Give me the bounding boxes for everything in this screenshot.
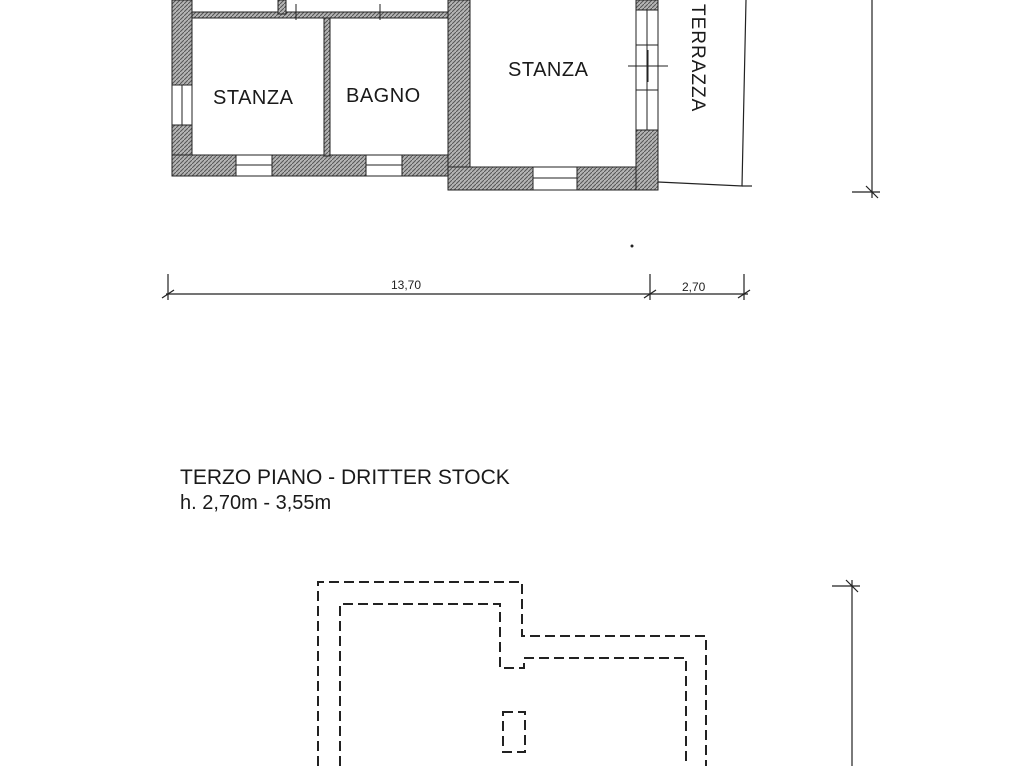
dimension-label-terrace: 2,70 (682, 280, 706, 294)
dimension-label-main: 13,70 (391, 278, 422, 292)
room-label-bagno: BAGNO (346, 85, 421, 107)
door-marks (295, 4, 668, 82)
room-label-stanza-left: STANZA (213, 87, 294, 109)
third-floor-outline (317, 581, 707, 766)
vertical-dimension-lower (832, 579, 860, 766)
stray-mark (630, 244, 634, 248)
terrace-outline (657, 0, 752, 187)
horizontal-dimension (161, 274, 751, 300)
terrace-label: TERRAZZA (687, 4, 708, 113)
floor-height-label: h. 2,70m - 3,55m (180, 492, 332, 514)
room-label-stanza-right: STANZA (508, 59, 589, 81)
vertical-dimension-upper (852, 0, 880, 199)
upper-plan-windows (171, 9, 659, 191)
floor-title: TERZO PIANO - DRITTER STOCK (180, 466, 510, 489)
